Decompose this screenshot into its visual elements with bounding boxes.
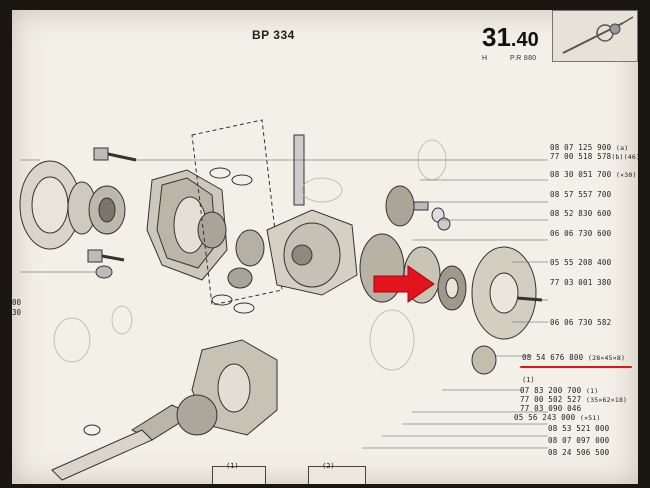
thumbnail-drawing bbox=[552, 10, 638, 62]
footnote-marker: (2) bbox=[322, 462, 335, 470]
header-label-h: H bbox=[482, 55, 488, 62]
red-arrow-icon bbox=[373, 265, 435, 303]
part-number: 08 07 097 000 bbox=[548, 436, 610, 445]
part-number: 08 52 830 600 bbox=[550, 209, 612, 218]
page-reference: BP 334 bbox=[252, 28, 295, 42]
left-fragment: 30 bbox=[12, 308, 22, 317]
part-number: 08 53 521 000 bbox=[548, 424, 610, 433]
section-major: 31 bbox=[482, 22, 511, 52]
left-fragment: 00 bbox=[12, 298, 22, 307]
part-number: 07 83 200 700 (1) bbox=[520, 386, 599, 395]
footnote-box bbox=[212, 466, 266, 484]
part-number: 06 06 730 582 bbox=[550, 318, 612, 327]
footnote-marker: (1) bbox=[522, 376, 535, 384]
part-number: 77 00 518 578(b)(46) bbox=[550, 152, 638, 161]
part-number: 05 56 243 000 (×51) bbox=[514, 413, 601, 422]
footnote-box bbox=[308, 466, 366, 484]
thumbnail-drawing-icon bbox=[562, 16, 634, 54]
part-number: 77 03 001 380 bbox=[550, 278, 612, 287]
part-number: 08 30 051 700 (×30) bbox=[550, 170, 637, 179]
part-number: 77 03 090 046 bbox=[520, 404, 582, 413]
part-number: 08 07 125 900 (a) bbox=[550, 143, 629, 152]
part-number-highlighted: 08 54 676 800 (28×45×8) bbox=[522, 353, 626, 362]
header-label-pr: P.R 880 bbox=[510, 55, 537, 62]
part-number: 05 55 208 400 bbox=[550, 258, 612, 267]
catalog-page: BP 334 31.40 H P.R 880 bbox=[12, 10, 638, 484]
red-underline bbox=[520, 366, 632, 368]
differential-exploded-diagram bbox=[19, 119, 548, 481]
part-number: 08 57 557 700 bbox=[550, 190, 612, 199]
part-number: 06 06 730 600 bbox=[550, 229, 612, 238]
part-number: 77 00 502 527 (35×62×18) bbox=[520, 395, 628, 404]
section-minor: .40 bbox=[510, 29, 539, 51]
section-number: 31.40 bbox=[482, 22, 539, 53]
footnote-marker: (1) bbox=[226, 462, 239, 470]
part-number: 08 24 506 500 bbox=[548, 448, 610, 457]
